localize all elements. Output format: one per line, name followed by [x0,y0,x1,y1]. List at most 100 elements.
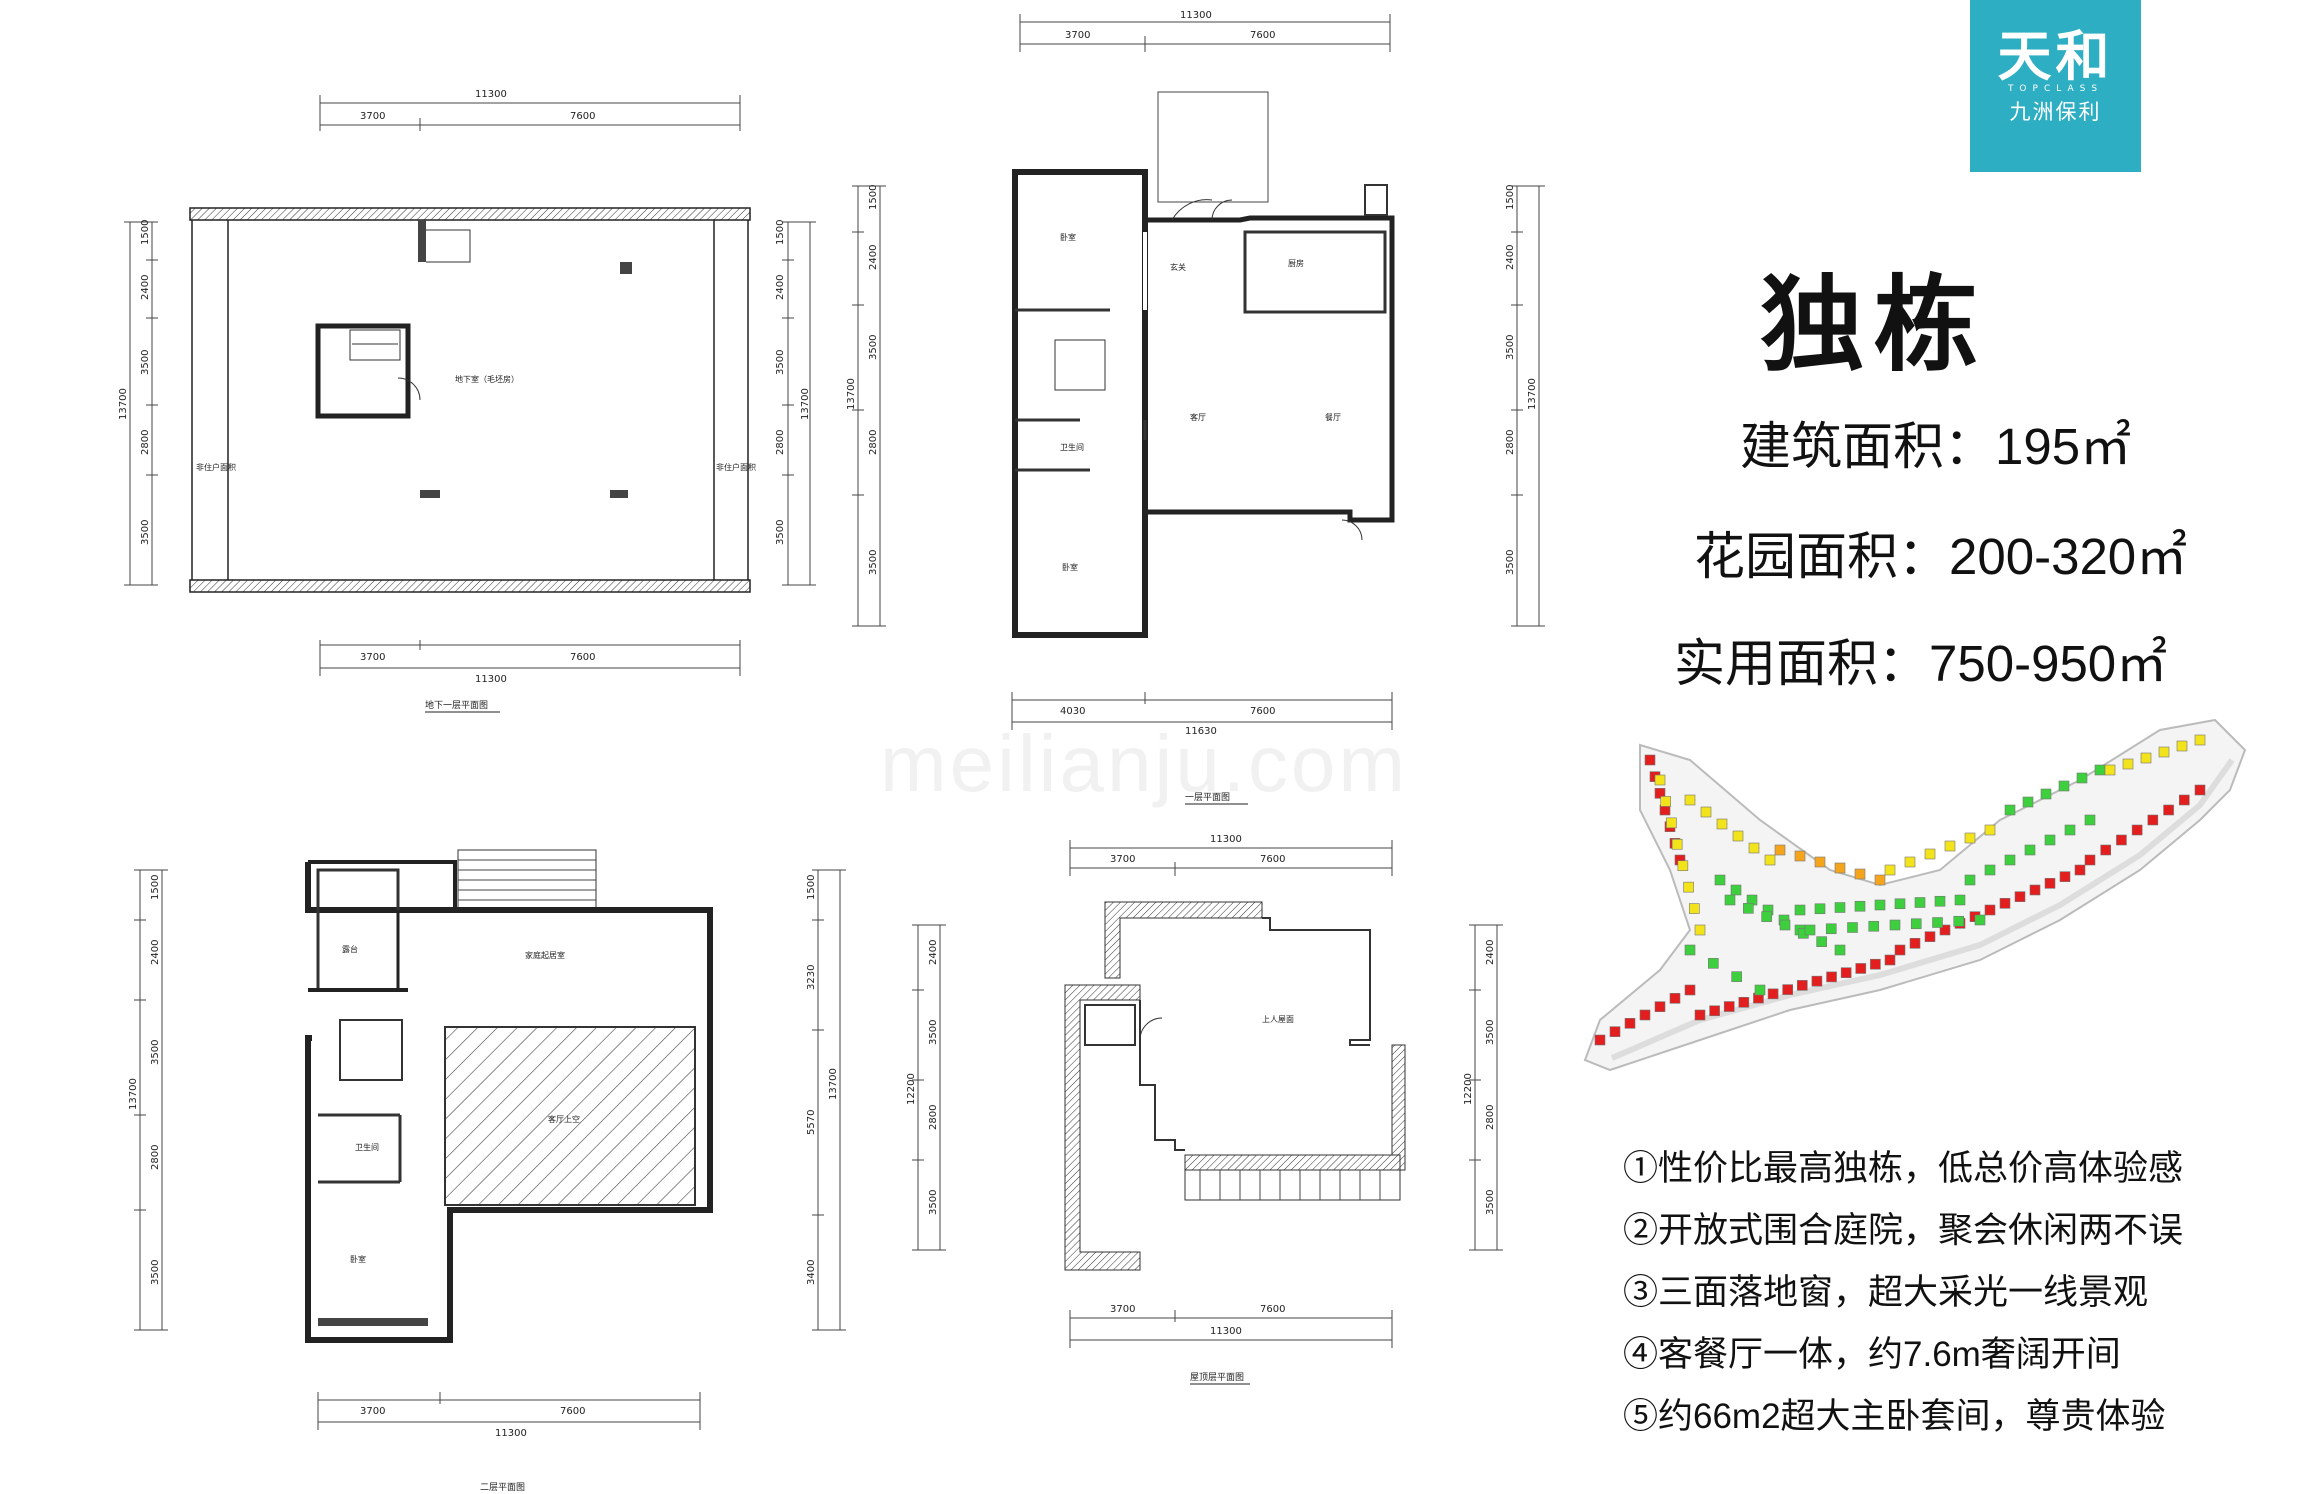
dim-label: 3500 [150,1040,161,1065]
dim-label: 7600 [1260,1304,1285,1315]
site-house-marker [1684,984,1696,996]
site-house-marker [1870,958,1881,970]
dim-label: 11630 [1185,726,1217,737]
dim-label: 1500 [775,220,786,245]
room-label: 客厅 [1190,412,1206,422]
garden-area: 花园面积：200-320㎡ [1694,528,2188,585]
site-house-marker [2029,884,2041,896]
site-house-marker [2044,834,2056,846]
plan-basement: 11300 3700 7600 3700 7600 11300 1500 240… [118,89,816,713]
site-house-marker [1724,894,1736,906]
plan-caption: 地下一层平面图 [425,699,488,711]
watermark: meilianju.com [880,719,1409,808]
site-house-marker [2084,814,2096,826]
site-house-marker [2100,844,2112,856]
dim-label: 11300 [1210,1326,1242,1337]
site-house-marker [1669,993,1681,1004]
room-label: 上人屋面 [1262,1015,1294,1024]
room-label: 卧室 [1060,232,1076,242]
dim-label: 12200 [1463,1073,1474,1105]
site-house-marker [1694,924,1706,936]
site-house-marker [2194,734,2206,746]
site-house-marker [1974,914,1986,926]
dim-label: 7600 [1250,30,1275,41]
site-house-marker [2022,796,2034,808]
dim-label: 13700 [128,1078,139,1110]
dim-label: 1500 [868,185,879,210]
site-house-marker [1654,774,1666,786]
site-house-marker [2178,794,2190,806]
dim-label: 3700 [360,1406,385,1417]
site-house-marker [2131,824,2143,836]
site-house-marker [2194,784,2206,796]
dim-label: 1500 [140,220,151,245]
site-house-marker [1732,830,1744,842]
site-house-marker [1774,844,1786,856]
dim-label: 3500 [775,520,786,545]
site-house-marker [1894,898,1906,910]
logo-sub: TOPCLASS [2007,84,2104,94]
dim-label: 3230 [806,965,817,990]
site-house-marker [1834,862,1846,874]
dim-label: 3500 [1485,1020,1496,1045]
site-house-marker [2059,871,2071,882]
dim-label: 13700 [1527,378,1538,410]
site-house-marker [1708,958,1719,969]
site-house-marker [2040,788,2052,800]
site-house-marker [1816,936,1827,947]
site-house-marker [1874,899,1886,911]
site-house-marker [1731,971,1742,982]
dim-label: 13700 [118,388,129,420]
site-house-marker [1730,884,1742,896]
site-house-marker [1624,1018,1636,1029]
dim-label: 13700 [800,388,811,420]
dim-label: 3400 [806,1260,817,1285]
dim-label: 3500 [1505,550,1516,575]
site-plan-houses [1594,734,2206,1046]
dim-label: 2800 [928,1105,939,1130]
site-house-marker [2104,764,2116,776]
site-house-marker [1723,1001,1735,1012]
dim-label: 11300 [1210,834,1242,845]
dim-label: 3500 [928,1020,939,1045]
site-house-marker [1914,897,1926,908]
dim-label: 2400 [1505,245,1516,270]
dim-label: 3700 [1065,30,1090,41]
site-house-marker [1644,754,1656,766]
site-house-marker [1984,904,1996,916]
site-house-marker [1825,923,1837,935]
site-house-marker [1748,842,1760,854]
site-house-marker [2163,804,2174,816]
dim-label: 3700 [1110,854,1135,865]
site-house-marker [1855,963,1867,974]
site-house-marker [1884,954,1896,966]
site-house-marker [1700,806,1712,818]
dim-label: 13700 [828,1068,839,1100]
site-house-marker [1716,818,1728,830]
dim-label: 3500 [868,335,879,360]
room-label: 非住户面积 [716,462,756,472]
plan-roof: 11300 3700 7600 3700 7600 11300 2400 350… [906,834,1503,1385]
site-house-marker [1714,874,1726,886]
site-house-marker [1688,903,1700,914]
dim-label: 2400 [1485,940,1496,965]
site-house-marker [1999,898,2011,909]
site-house-marker [2064,824,2076,836]
dim-label: 2800 [140,430,151,455]
room-label: 厨房 [1288,258,1304,268]
site-house-marker [2044,878,2056,889]
plan-second-floor: 1500 2400 3500 2800 3500 13700 1500 3230… [128,849,846,1493]
site-house-marker [1694,1009,1706,1021]
site-house-marker [1709,1005,1720,1017]
dim-label: 3500 [775,350,786,375]
dim-label: 3700 [1110,1304,1135,1315]
site-house-marker [2024,844,2036,856]
site-house-marker [1594,1034,1606,1046]
site-house-marker [2014,891,2026,902]
site-house-marker [1834,902,1846,913]
dim-label: 11300 [475,89,507,100]
dim-label: 2800 [1485,1105,1496,1130]
site-house-marker [1660,796,1672,807]
room-label: 家庭起居室 [525,950,565,960]
